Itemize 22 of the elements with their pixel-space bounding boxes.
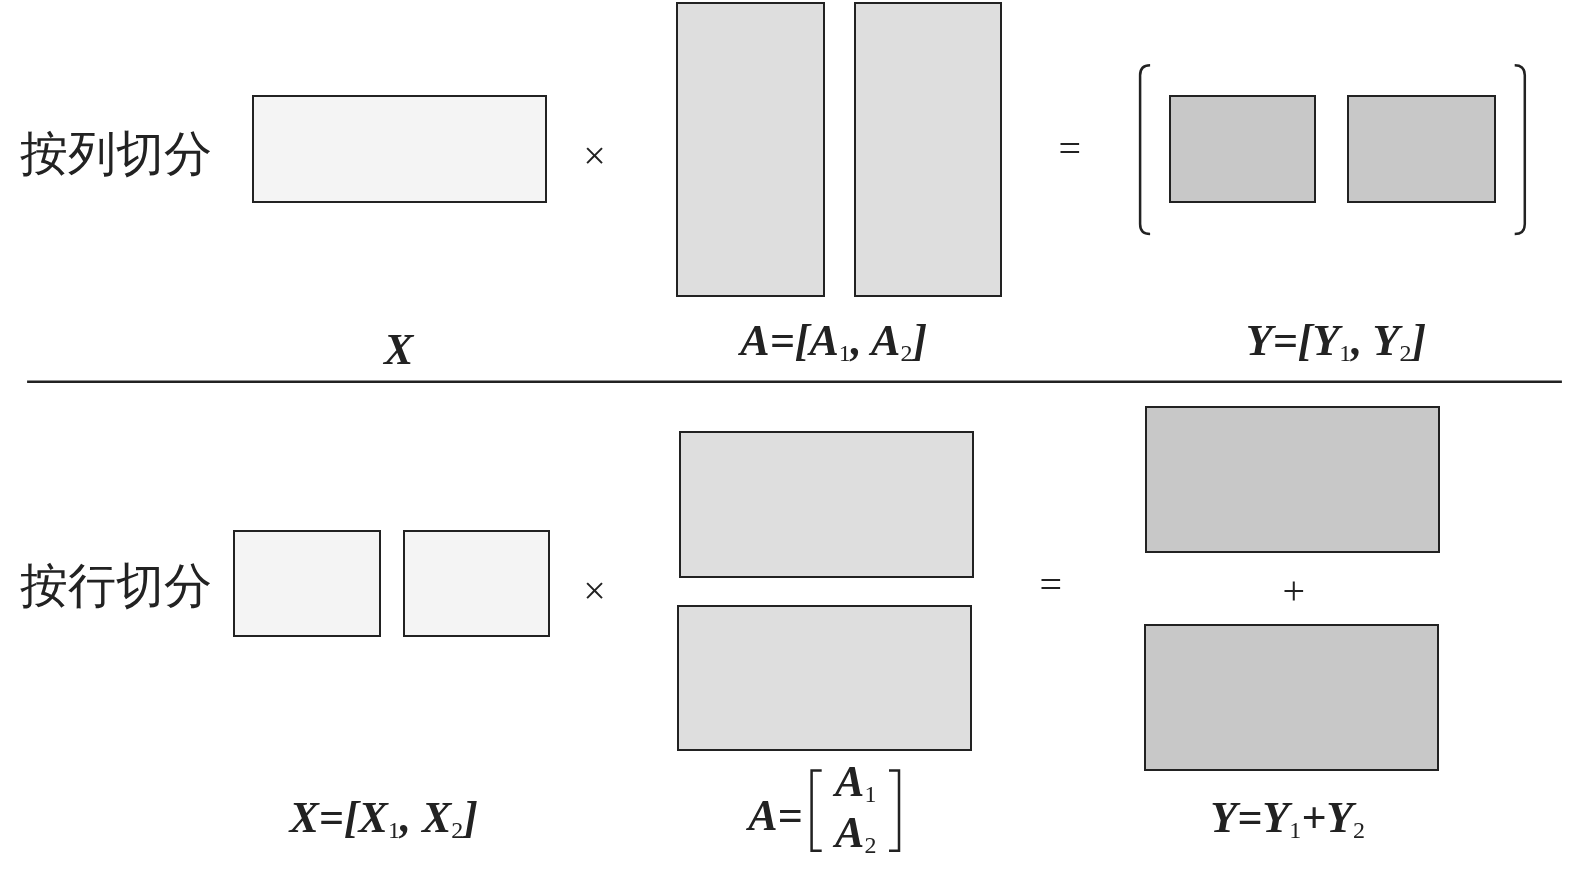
formula-label: A=[A$_{1}$, A$_{2}$] xyxy=(740,318,928,365)
formula-label: A= xyxy=(748,793,803,838)
matrix-block xyxy=(233,530,381,637)
matrix-block xyxy=(1144,623,1440,772)
formula-label: Y=[Y$_{1}$, Y$_{2}$] xyxy=(1245,318,1427,365)
formula-label: X=[X$_{1}$, X$_{2}$] xyxy=(289,795,478,842)
matrix-block xyxy=(1169,95,1316,203)
times-sign: × xyxy=(583,570,606,611)
matrix-block xyxy=(676,2,825,298)
matrix-block xyxy=(1145,405,1441,554)
matrix-block xyxy=(1347,95,1496,203)
matrix-block xyxy=(252,95,548,203)
formula-label: X xyxy=(384,327,414,372)
equals-sign: = xyxy=(1058,128,1082,169)
plus-sign: + xyxy=(1282,570,1306,611)
matrix-block xyxy=(853,2,1003,298)
formula-label: Y=Y$_{1}$+Y$_{2}$ xyxy=(1210,795,1366,842)
equals-sign: = xyxy=(1039,564,1062,605)
matrix-block xyxy=(679,430,975,578)
matrix-block xyxy=(402,530,551,637)
matrix-block xyxy=(677,604,973,752)
times-sign: × xyxy=(583,135,606,176)
